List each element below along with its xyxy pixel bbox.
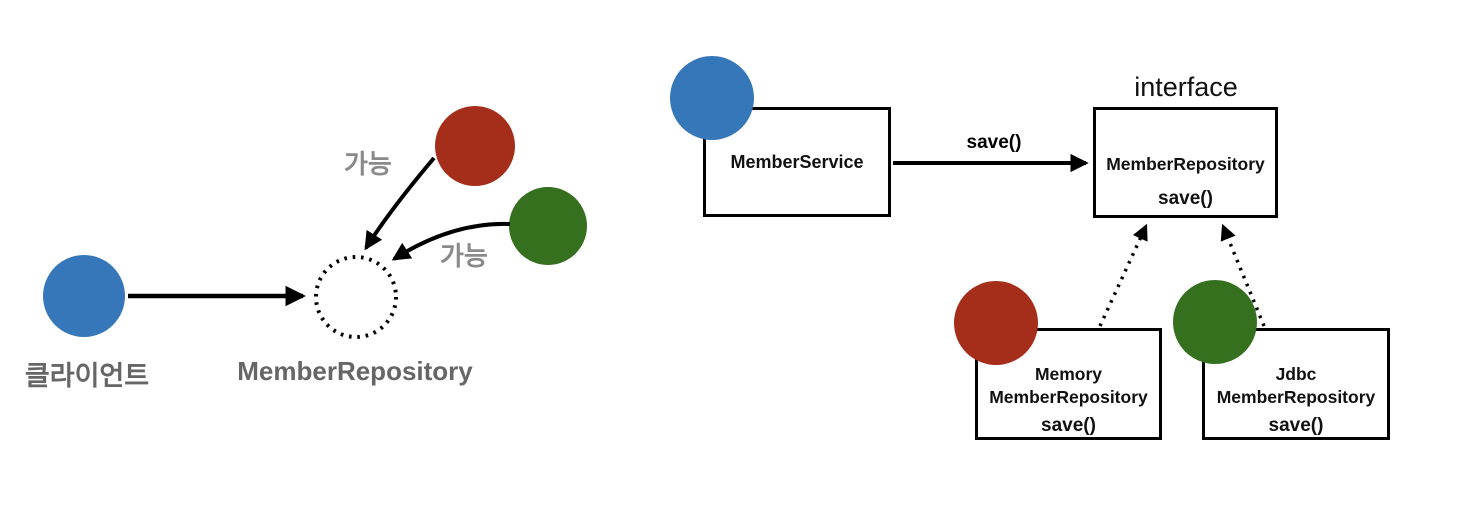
member-service-title: MemberService — [730, 151, 864, 172]
dotted-repository-circle — [314, 255, 398, 339]
interface-stereotype-label: interface — [1134, 72, 1238, 102]
jdbc-box-method: save() — [1268, 415, 1324, 436]
jdbc-impl-circle-icon — [509, 187, 587, 265]
jdbc-box-line1: Jdbc — [1275, 364, 1317, 384]
memory-box-method: save() — [1041, 415, 1096, 436]
jdbc-implements-arrow — [1220, 223, 1266, 327]
member-repository-label: MemberRepository — [237, 356, 473, 386]
memory-box-line1: Memory — [1034, 364, 1103, 384]
member-service-box: MemberService — [703, 107, 891, 217]
memory-impl-circle-icon — [435, 106, 515, 186]
jdbc-box-line2: MemberRepository — [1216, 387, 1376, 407]
memory-member-repository-box: Memory MemberRepository save() — [975, 328, 1162, 440]
memory-implements-arrow — [1098, 223, 1148, 327]
possible-label-2: 가능 — [440, 241, 488, 271]
jdbc-member-repository-box: Jdbc MemberRepository save() — [1202, 328, 1390, 440]
interface-box-method: save() — [1158, 188, 1213, 209]
client-circle-icon — [43, 255, 125, 337]
possible-label-1: 가능 — [344, 149, 392, 179]
interface-box-title: MemberRepository — [1106, 154, 1265, 174]
client-label: 클라이언트 — [24, 361, 150, 391]
member-repository-interface-box: MemberRepository save() — [1093, 107, 1278, 218]
save-arrow-label: save() — [966, 132, 1022, 153]
memory-box-line2: MemberRepository — [989, 387, 1148, 407]
